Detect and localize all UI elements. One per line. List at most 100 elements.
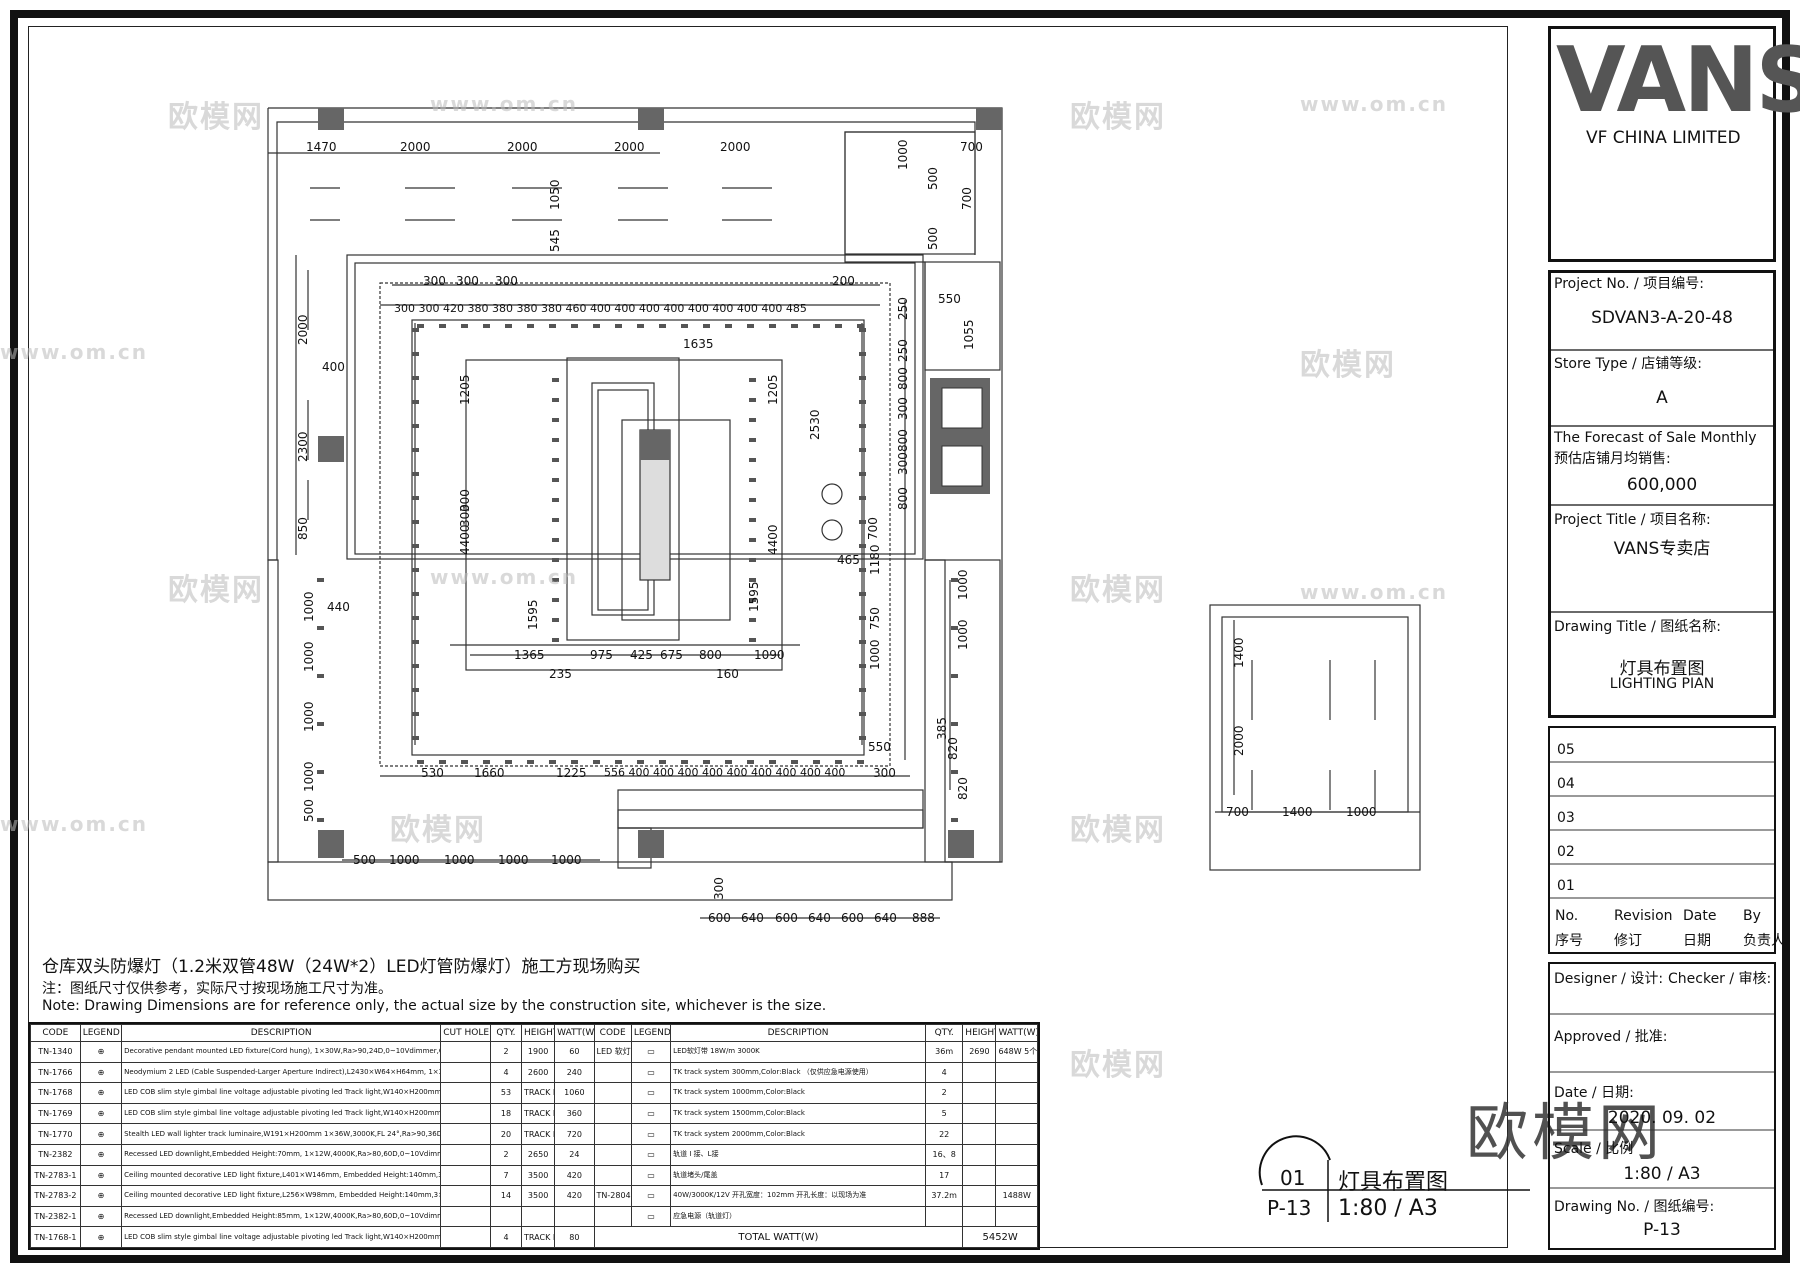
track-light-mark: [749, 458, 756, 462]
schedule-cell: 53: [489, 1082, 523, 1104]
schedule-cell: 轨道堵头/尾盖: [670, 1164, 927, 1187]
schedule-cell: [962, 1102, 997, 1125]
track-light-mark: [835, 760, 842, 764]
schedule-cell: ▭: [630, 1143, 672, 1166]
dimension-label: 300: [712, 877, 726, 900]
drawing-no: P-13: [1643, 1220, 1681, 1240]
dimension-label: 600: [841, 911, 864, 925]
schedule-column-header: HEIGHT: [521, 1024, 556, 1042]
schedule-cell: 2: [489, 1041, 523, 1063]
dimension-label: 4400: [766, 524, 780, 555]
schedule-cell: 4: [925, 1061, 964, 1084]
dimension-label: 1365: [514, 648, 545, 662]
schedule-cell: 1900: [521, 1041, 556, 1063]
watermark: www.om.cn: [1300, 580, 1449, 604]
revision-header-en: Revision: [1614, 908, 1673, 924]
schedule-cell: 2: [925, 1082, 964, 1104]
track-light-mark: [747, 760, 754, 764]
track-light-mark: [951, 626, 958, 630]
watermark: 欧模网: [1070, 813, 1166, 848]
forecast-label-en: The Forecast of Sale Monthly: [1554, 430, 1757, 446]
dimension-label: 4400: [458, 524, 472, 555]
schedule-cell: ▭: [630, 1205, 672, 1228]
schedule-cell: [489, 1205, 523, 1228]
dimension-label: 2000: [400, 140, 431, 154]
track-light-mark: [769, 324, 776, 328]
dimension-label: 160: [716, 667, 739, 681]
track-light-mark: [859, 376, 866, 380]
dimension-label: 300: [896, 397, 910, 420]
schedule-cell: 648W 5个180W驱动: [995, 1041, 1038, 1063]
schedule-cell: ⊕: [79, 1143, 123, 1166]
schedule-cell: TN-1769: [30, 1102, 81, 1125]
track-light-mark: [615, 760, 622, 764]
track-light-mark: [412, 520, 419, 524]
watermark: 欧模网: [1070, 1048, 1166, 1083]
dimension-label: 1000: [498, 853, 529, 867]
dimension-label: 975: [590, 648, 613, 662]
dimension-label: 500: [353, 853, 376, 867]
schedule-cell: 4: [489, 1226, 523, 1248]
schedule-cell: ▭: [630, 1185, 672, 1207]
dimension-label: 500: [926, 167, 940, 190]
dimension-label: 820: [946, 737, 960, 760]
approval-box: [1548, 962, 1776, 1250]
dimension-label: 700: [1226, 805, 1249, 819]
track-light-mark: [951, 818, 958, 822]
track-light-mark: [552, 598, 559, 602]
dimension-label: 1000: [551, 853, 582, 867]
schedule-cell: 420: [554, 1185, 595, 1207]
watermark: 欧模网: [1070, 573, 1166, 608]
project-title-label: Project Title / 项目名称:: [1554, 512, 1711, 528]
revision-number: 03: [1557, 810, 1575, 826]
scale-value: 1:80 / A3: [1623, 1164, 1701, 1184]
track-light-mark: [552, 558, 559, 562]
dimension-label: 1000: [389, 853, 420, 867]
track-light-mark: [725, 324, 732, 328]
dimension-label: 850: [296, 517, 310, 540]
schedule-cell: [440, 1164, 491, 1187]
track-light-mark: [749, 618, 756, 622]
track-light-mark: [317, 578, 324, 582]
track-light-mark: [412, 736, 419, 740]
dimension-label: 700: [866, 517, 880, 540]
schedule-cell: 17: [925, 1164, 964, 1187]
dimension-label: 1090: [754, 648, 785, 662]
track-light-mark: [412, 496, 419, 500]
schedule-cell: 22: [925, 1123, 964, 1145]
watermark: www.om.cn: [430, 565, 579, 589]
track-light-mark: [835, 324, 842, 328]
schedule-cell: 18: [489, 1102, 523, 1125]
track-light-mark: [791, 324, 798, 328]
dimension-label: 300: [495, 274, 518, 288]
revision-header-cn: 序号: [1555, 933, 1583, 949]
dimension-label: 1400: [1282, 805, 1313, 819]
track-light-mark: [859, 400, 866, 404]
drawing-tag-scale: 1:80 / A3: [1338, 1196, 1438, 1221]
revision-number: 05: [1557, 742, 1575, 758]
schedule-cell: [440, 1185, 491, 1207]
dimension-label: 1000: [1346, 805, 1377, 819]
dimension-label: 1000: [956, 619, 970, 650]
track-light-mark: [412, 424, 419, 428]
schedule-column-header: HEIGHT: [962, 1024, 997, 1042]
logo-box: [1548, 26, 1776, 262]
project-no-label: Project No. / 项目编号:: [1554, 276, 1704, 292]
track-light-mark: [749, 538, 756, 542]
schedule-column-header: CODE: [30, 1024, 81, 1042]
schedule-cell: TK track system 1500mm,Color:Black: [670, 1102, 927, 1125]
track-light-mark: [859, 352, 866, 356]
schedule-cell: Recessed LED downlight,Embedded Height:7…: [121, 1143, 442, 1166]
schedule-cell: Ceiling mounted decorative LED light fix…: [121, 1164, 442, 1187]
drawing-no-label: Drawing No. / 图纸编号:: [1554, 1199, 1715, 1215]
schedule-cell: ⊕: [79, 1082, 123, 1104]
schedule-cell: [440, 1226, 491, 1248]
dimension-label: 300: [896, 452, 910, 475]
dimension-label: 400: [322, 360, 345, 374]
track-light-mark: [552, 538, 559, 542]
dimension-label: 1000: [444, 853, 475, 867]
track-light-mark: [552, 378, 559, 382]
track-light-mark: [317, 770, 324, 774]
dimension-label: 800: [699, 648, 722, 662]
track-light-mark: [769, 760, 776, 764]
